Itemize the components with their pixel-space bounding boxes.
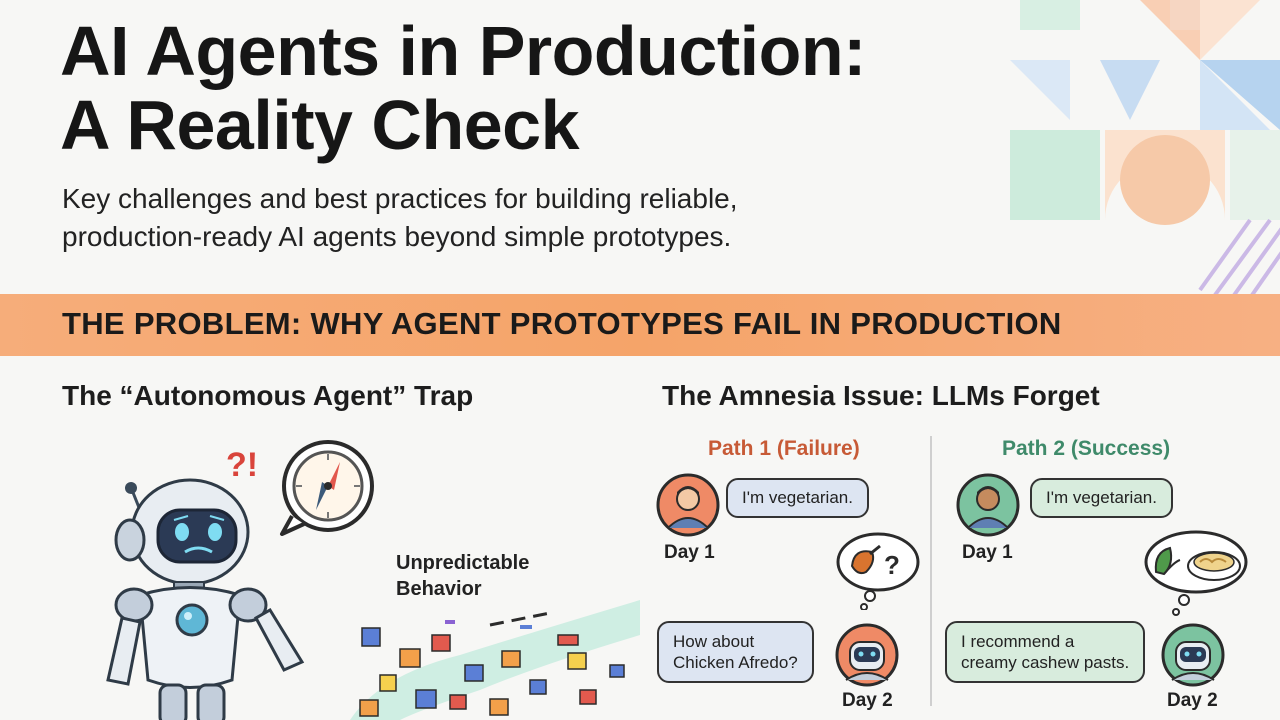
chicken-thought-bubble: ?: [836, 532, 920, 610]
confusion-marks: ?!: [226, 446, 259, 484]
title-line-2: A Reality Check: [60, 86, 580, 164]
subtitle-line-1: Key challenges and best practices for bu…: [62, 183, 738, 214]
day2-label-success: Day 2: [1167, 690, 1218, 711]
section-banner-text: THE PROBLEM: WHY AGENT PROTOTYPES FAIL I…: [62, 306, 1062, 341]
section-banner: [0, 294, 1280, 356]
day1-label-failure: Day 1: [664, 542, 715, 563]
decorative-geometric-pattern: [1010, 0, 1280, 300]
user-avatar-success: [956, 473, 1020, 537]
path2-label: Path 2 (Success): [1002, 437, 1171, 460]
title-line-1: AI Agents in Production:: [60, 12, 866, 90]
compass-icon: [280, 440, 374, 536]
amnesia-heading: The Amnesia Issue: LLMs Forget: [662, 380, 1100, 411]
agent-reply-success-line-2: creamy cashew pasts.: [961, 653, 1130, 672]
scattered-behavior-illustration: [350, 600, 640, 720]
agent-avatar-failure: [835, 623, 899, 687]
user-message-success: I'm vegetarian.: [1030, 478, 1173, 518]
agent-reply-success-line-1: I recommend a: [961, 632, 1075, 651]
agent-reply-failure-line-1: How about: [673, 632, 755, 651]
unpredictable-line-1: Unpredictable: [396, 552, 530, 574]
path1-label: Path 1 (Failure): [708, 437, 860, 460]
unpredictable-behavior-label: Unpredictable Behavior: [396, 550, 529, 602]
day2-label-failure: Day 2: [842, 690, 893, 711]
user-message-failure: I'm vegetarian.: [726, 478, 869, 518]
page-title: AI Agents in Production: A Reality Check: [60, 14, 1020, 162]
agent-reply-failure: How about Chicken Afredo?: [657, 621, 814, 683]
agent-avatar-success: [1161, 623, 1225, 687]
autonomous-agent-heading: The “Autonomous Agent” Trap: [62, 380, 474, 411]
agent-reply-success: I recommend a creamy cashew pasts.: [945, 621, 1146, 683]
page-subtitle: Key challenges and best practices for bu…: [62, 180, 922, 256]
svg-text:?: ?: [884, 550, 900, 580]
user-avatar-failure: [656, 473, 720, 537]
agent-reply-failure-line-2: Chicken Afredo?: [673, 653, 798, 672]
unpredictable-line-2: Behavior: [396, 578, 482, 600]
day1-label-success: Day 1: [962, 542, 1013, 563]
path-divider: [930, 436, 932, 706]
pasta-thought-bubble: [1144, 530, 1248, 616]
confused-robot-illustration: [106, 478, 305, 720]
subtitle-line-2: production-ready AI agents beyond simple…: [62, 221, 732, 252]
